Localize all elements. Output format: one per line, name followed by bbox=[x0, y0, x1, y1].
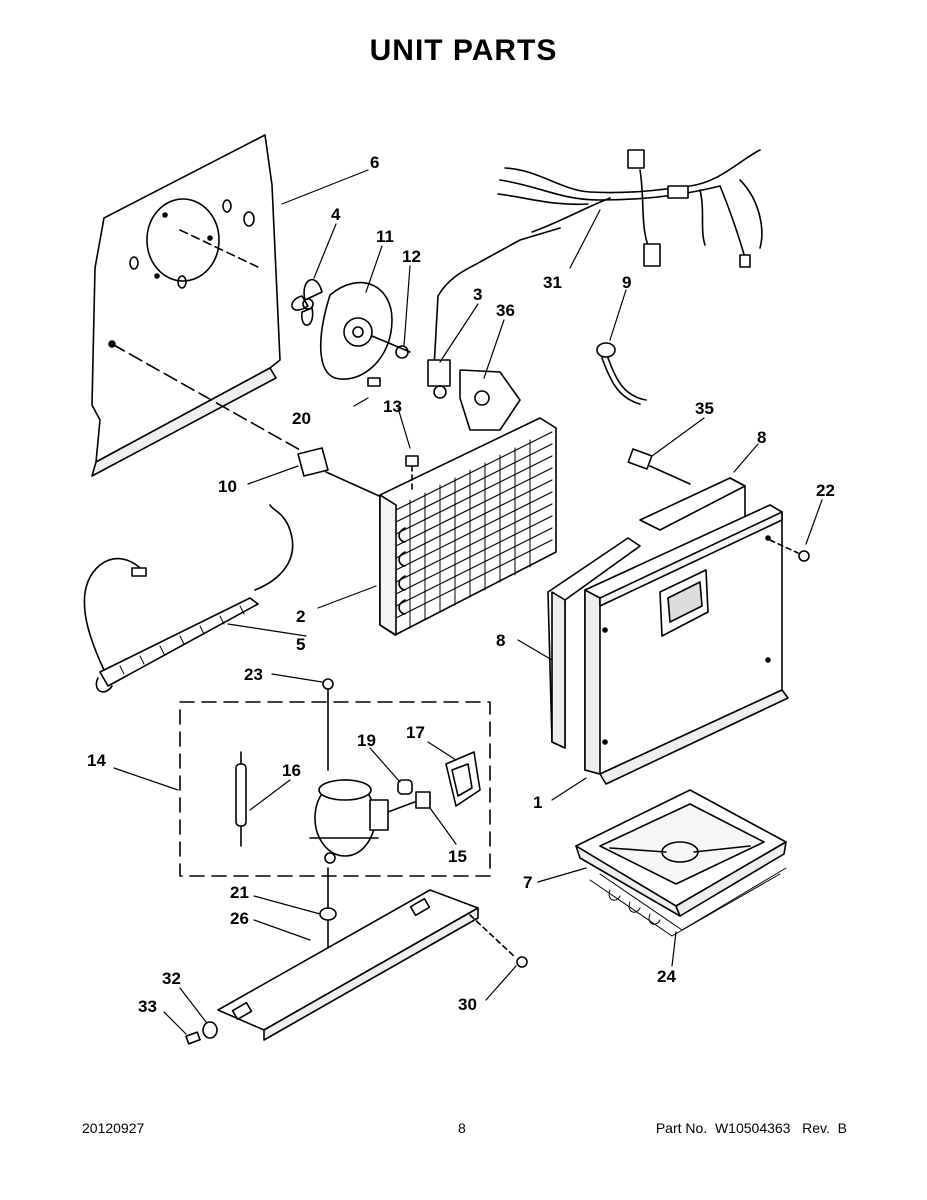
callout-22: 22 bbox=[816, 481, 835, 500]
footer-page-number: 8 bbox=[458, 1120, 466, 1136]
footer-date: 20120927 bbox=[82, 1120, 145, 1136]
fan-bracket-part-11 bbox=[320, 281, 411, 380]
callout-16: 16 bbox=[282, 761, 301, 780]
callout-17: 17 bbox=[406, 723, 425, 742]
callout-33: 33 bbox=[138, 997, 157, 1016]
cover-part-17 bbox=[445, 751, 481, 807]
control-housing-part-36 bbox=[459, 369, 521, 431]
callout-23: 23 bbox=[244, 665, 263, 684]
callout-24: 24 bbox=[657, 967, 676, 986]
callout-3: 3 bbox=[473, 285, 482, 304]
callout-31: 31 bbox=[543, 273, 562, 292]
fan-blade-part-4 bbox=[291, 278, 323, 326]
callout-35: 35 bbox=[695, 399, 714, 418]
fan-motor-connector-part-9 bbox=[596, 342, 647, 405]
compressor bbox=[309, 779, 421, 864]
temperature-control-part-3 bbox=[427, 227, 561, 399]
spacer-part-32 bbox=[202, 1021, 218, 1039]
callout-30: 30 bbox=[458, 995, 477, 1014]
callout-6: 6 bbox=[370, 153, 379, 172]
callout-26: 26 bbox=[230, 909, 249, 928]
wire-harness-part-31 bbox=[497, 149, 763, 268]
callout-32: 32 bbox=[162, 969, 181, 988]
page-title: UNIT PARTS bbox=[369, 34, 558, 67]
compressor-assembly-part-14 bbox=[179, 701, 491, 877]
callout-10: 10 bbox=[218, 477, 237, 496]
screw-part-20 bbox=[367, 377, 381, 387]
callout-7: 7 bbox=[523, 873, 532, 892]
overload-part-15 bbox=[415, 791, 431, 809]
drain-pan-heater-part-24 bbox=[589, 867, 787, 937]
callout-36: 36 bbox=[496, 301, 515, 320]
callout-13: 13 bbox=[383, 397, 402, 416]
callout-8-top: 8 bbox=[757, 428, 766, 447]
callout-11: 11 bbox=[376, 227, 394, 246]
rear-panel-part-6 bbox=[91, 134, 281, 477]
drain-pan-part-7 bbox=[575, 789, 787, 917]
callout-1: 1 bbox=[533, 793, 542, 812]
drier-part-16 bbox=[235, 751, 247, 847]
callout-20: 20 bbox=[292, 409, 311, 428]
callout-14: 14 bbox=[87, 751, 106, 770]
callout-4: 4 bbox=[331, 205, 341, 224]
callout-9: 9 bbox=[622, 273, 631, 292]
grommet-part-21 bbox=[319, 907, 337, 921]
evaporator-part-2 bbox=[379, 417, 557, 636]
leader-lines bbox=[113, 169, 823, 1035]
tube-clip-part-10 bbox=[111, 343, 389, 501]
screw-part-30 bbox=[469, 914, 528, 968]
callout-2: 2 bbox=[296, 607, 305, 626]
screw-part-22 bbox=[769, 539, 810, 562]
callout-5: 5 bbox=[296, 635, 305, 654]
callout-15: 15 bbox=[448, 847, 467, 866]
callout-19: 19 bbox=[357, 731, 376, 750]
fan-motor-part-12 bbox=[395, 345, 409, 359]
footer-part-number: Part No. W10504363 Rev. B bbox=[655, 1120, 847, 1136]
thermistor-part-35 bbox=[627, 448, 691, 485]
callout-8-left: 8 bbox=[496, 631, 505, 650]
evaporator-front-cover-part-1 bbox=[584, 504, 789, 785]
callout-21: 21 bbox=[230, 883, 249, 902]
callout-12: 12 bbox=[402, 247, 421, 266]
pin-part-33 bbox=[185, 1031, 201, 1045]
evaporator-cover-part-8 bbox=[547, 477, 746, 749]
relay-part-19 bbox=[397, 779, 413, 795]
compressor-baseplate-part-26 bbox=[217, 889, 479, 1041]
defrost-heater-part-5 bbox=[83, 504, 294, 693]
